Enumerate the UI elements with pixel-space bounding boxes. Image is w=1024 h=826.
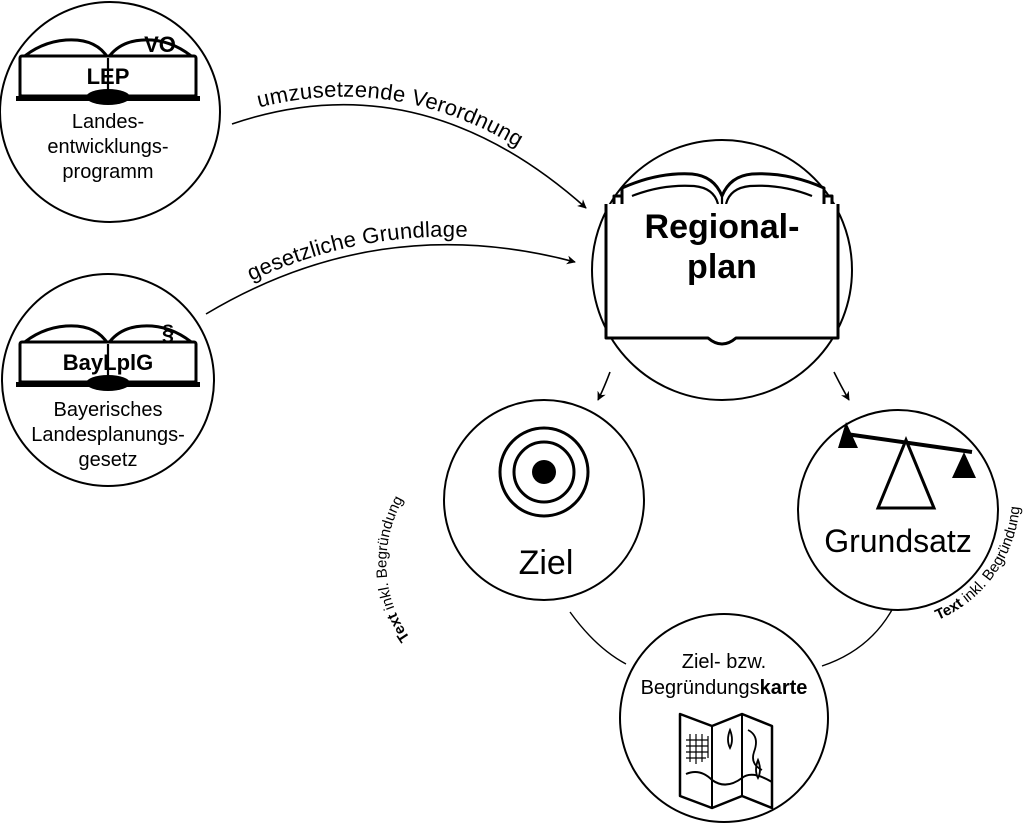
- baylplg-label-line-2: Landesplanungs-: [31, 424, 184, 446]
- baylplg-label-line-1: Bayerisches: [54, 399, 163, 421]
- baylplg-node: § BayLplG Bayerisches Landesplanungs- ge…: [1, 273, 215, 487]
- svg-text:umzusetzende Verordnung: umzusetzende Verordnung: [254, 77, 527, 152]
- ziel-label: Ziel: [519, 544, 574, 582]
- lep-badge: VO: [144, 32, 176, 57]
- svg-text:gesetzliche Grundlage: gesetzliche Grundlage: [243, 217, 468, 286]
- target-icon: [498, 426, 590, 518]
- ziel-side-bold: Text: [384, 610, 413, 645]
- law-book-icon: [16, 324, 200, 391]
- arrow-top-label: umzusetzende Verordnung: [254, 77, 527, 152]
- connector-grundsatz-karte: [821, 607, 894, 667]
- baylplg-abbreviation: BayLplG: [63, 350, 153, 375]
- lep-label-line-1: Landes-: [72, 111, 144, 133]
- karte-line-1: Ziel- bzw.: [682, 651, 766, 673]
- arrow-bottom-label: gesetzliche Grundlage: [243, 217, 468, 286]
- folded-map-icon: [678, 712, 774, 810]
- ziel-node: Ziel Text inkl. Begründung: [373, 399, 645, 645]
- arrow-regionalplan-to-grundsatz: [833, 371, 850, 401]
- karte-line-2-normal: Begründungs: [641, 677, 760, 699]
- lep-abbreviation: LEP: [87, 64, 130, 89]
- regionalplan-title-line-2: plan: [687, 248, 757, 286]
- baylplg-badge: §: [162, 320, 174, 345]
- open-book-icon: [604, 172, 840, 346]
- karte-node: Ziel- bzw. Begründungskarte: [619, 613, 829, 823]
- ziel-side-rest: inkl. Begründung: [373, 493, 406, 617]
- grundsatz-label: Grundsatz: [824, 523, 972, 559]
- balance-scale-icon: [838, 422, 976, 510]
- ziel-side-text: Text inkl. Begründung: [373, 493, 413, 645]
- arrow-lep-to-regionalplan: umzusetzende Verordnung: [231, 77, 587, 209]
- lep-label-line-2: entwicklungs-: [47, 136, 168, 158]
- regionalplan-node: Regional- plan: [591, 139, 853, 401]
- karte-line-2-bold: karte: [760, 677, 808, 699]
- lep-node: VO LEP Landes- entwicklungs- programm: [0, 1, 221, 223]
- lep-book-icon: [16, 38, 200, 105]
- arrow-baylplg-to-regionalplan: gesetzliche Grundlage: [205, 217, 576, 315]
- grundsatz-node: Grundsatz Text inkl. Begründung: [797, 409, 1024, 624]
- regionalplan-title-line-1: Regional-: [645, 208, 800, 246]
- lep-label-line-3: programm: [62, 161, 153, 183]
- baylplg-label-line-3: gesetz: [79, 449, 138, 471]
- connector-ziel-karte: [569, 611, 627, 665]
- arrow-regionalplan-to-ziel: [597, 371, 611, 401]
- karte-line-2: Begründungskarte: [641, 677, 808, 699]
